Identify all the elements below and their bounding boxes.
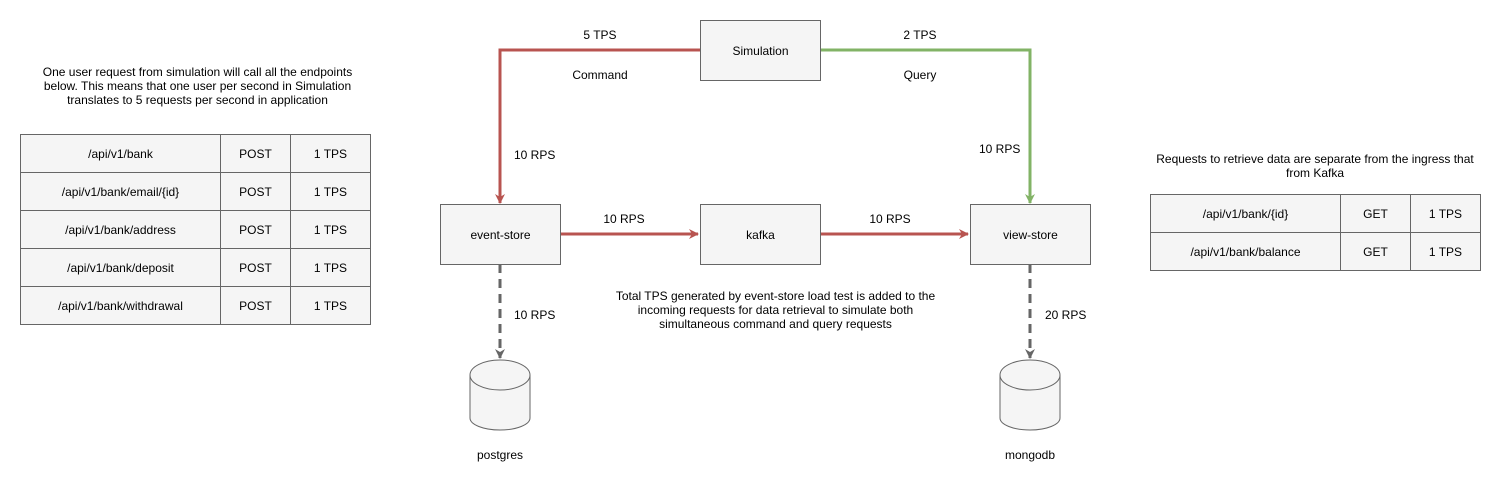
rate-cell: 1 TPS: [290, 210, 371, 249]
endpoint-path-cell: /api/v1/bank/{id}: [1150, 194, 1341, 233]
sim-to-event-tps-label: 5 TPS: [583, 28, 617, 42]
postgres-label: postgres: [476, 448, 524, 462]
rate-cell: 1 TPS: [1410, 232, 1481, 271]
edge-sim-to-view-store[interactable]: [820, 48, 1035, 204]
event-store-label: event-store: [470, 227, 531, 242]
rate-cell: 1 TPS: [290, 286, 371, 325]
kafka-label: kafka: [746, 227, 775, 242]
event-store-node[interactable]: event-store: [440, 204, 561, 265]
sim-to-view-rps-label: 10 RPS: [979, 142, 1021, 156]
http-method-cell: POST: [220, 286, 291, 325]
load-test-note: Total TPS generated by event-store load …: [615, 289, 936, 331]
http-method-cell: POST: [220, 134, 291, 173]
kafka-node[interactable]: kafka: [700, 204, 821, 265]
http-method-cell: GET: [1340, 194, 1411, 233]
http-method-cell: GET: [1340, 232, 1411, 271]
http-method-cell: POST: [220, 172, 291, 211]
rate-cell: 1 TPS: [290, 134, 371, 173]
sim-to-event-rps-label: 10 RPS: [514, 148, 556, 162]
endpoint-path-cell: /api/v1/bank/balance: [1150, 232, 1341, 271]
http-method-cell: POST: [220, 210, 291, 249]
query-endpoints-note: Requests to retrieve data are separate f…: [1156, 152, 1474, 180]
event-to-kafka-label: 10 RPS: [603, 212, 645, 226]
endpoint-path-cell: /api/v1/bank: [20, 134, 221, 173]
view-to-mongodb-label: 20 RPS: [1045, 308, 1087, 322]
mongodb-label: mongodb: [1004, 448, 1056, 462]
sim-to-view-tps-label: 2 TPS: [903, 28, 937, 42]
simulation-label: Simulation: [732, 43, 789, 58]
mongodb-cylinder-icon[interactable]: [999, 359, 1061, 431]
command-endpoints-note: One user request from simulation will ca…: [42, 65, 353, 107]
view-store-node[interactable]: view-store: [970, 204, 1091, 265]
sim-to-event-type-label: Command: [572, 68, 628, 82]
http-method-cell: POST: [220, 248, 291, 287]
edge-sim-to-event-store[interactable]: [495, 48, 700, 204]
rate-cell: 1 TPS: [290, 248, 371, 287]
rate-cell: 1 TPS: [1410, 194, 1481, 233]
endpoint-path-cell: /api/v1/bank/withdrawal: [20, 286, 221, 325]
endpoint-path-cell: /api/v1/bank/email/{id}: [20, 172, 221, 211]
view-store-label: view-store: [1003, 227, 1058, 242]
simulation-node[interactable]: Simulation: [700, 20, 821, 81]
event-to-postgres-label: 10 RPS: [514, 308, 556, 322]
rate-cell: 1 TPS: [290, 172, 371, 211]
endpoint-path-cell: /api/v1/bank/deposit: [20, 248, 221, 287]
postgres-cylinder-icon[interactable]: [469, 359, 531, 431]
sim-to-view-type-label: Query: [903, 68, 937, 82]
kafka-to-view-label: 10 RPS: [869, 212, 911, 226]
endpoint-path-cell: /api/v1/bank/address: [20, 210, 221, 249]
